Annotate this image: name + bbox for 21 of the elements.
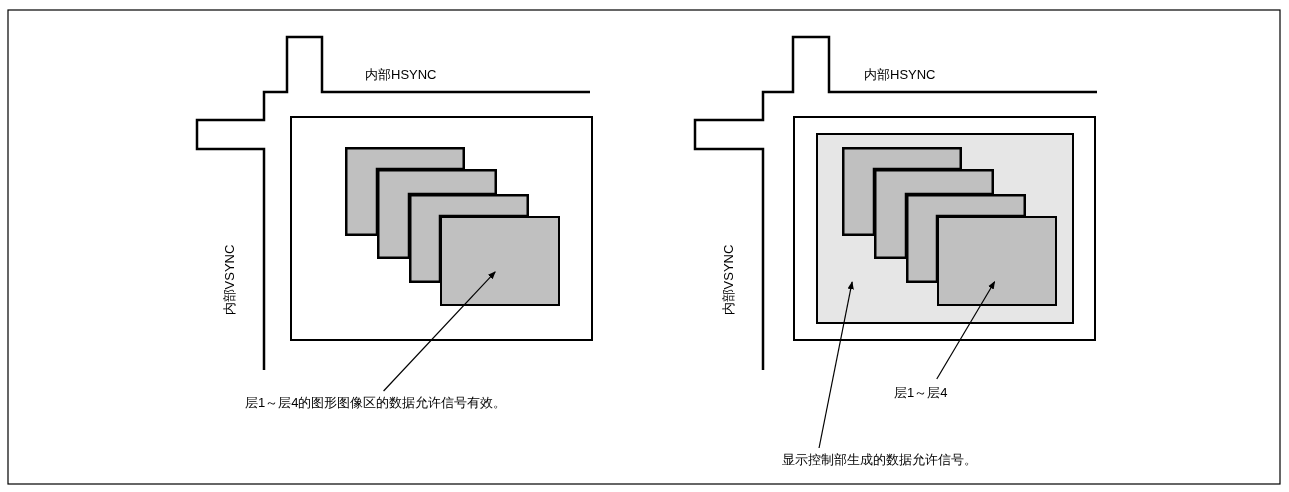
layer-rect: [377, 169, 497, 259]
signal-label: 内部HSYNC: [365, 67, 437, 83]
leader-arrow: [818, 281, 854, 449]
layer-rect: [906, 194, 1026, 283]
signal-label: 内部HSYNC: [864, 67, 936, 83]
signal-label: 内部VSYNC: [720, 244, 737, 316]
callout-text: 层1～层4的图形图像区的数据允许信号有效。: [245, 395, 507, 411]
data-enable-area: [816, 133, 1074, 324]
layer-rect: [440, 216, 560, 306]
layer-rect: [345, 147, 465, 236]
layer-rect: [842, 147, 962, 236]
callout-text: 显示控制部生成的数据允许信号。: [782, 452, 977, 468]
signal-label: 内部VSYNC: [221, 244, 238, 316]
leader-arrow: [382, 271, 496, 392]
layer-rect: [937, 216, 1057, 306]
layer-rect: [874, 169, 994, 259]
layer-rect: [409, 194, 529, 283]
callout-text: 层1～层4: [894, 385, 948, 401]
display-frame: [793, 116, 1096, 341]
leader-arrow: [936, 281, 996, 380]
display-frame: [290, 116, 593, 341]
